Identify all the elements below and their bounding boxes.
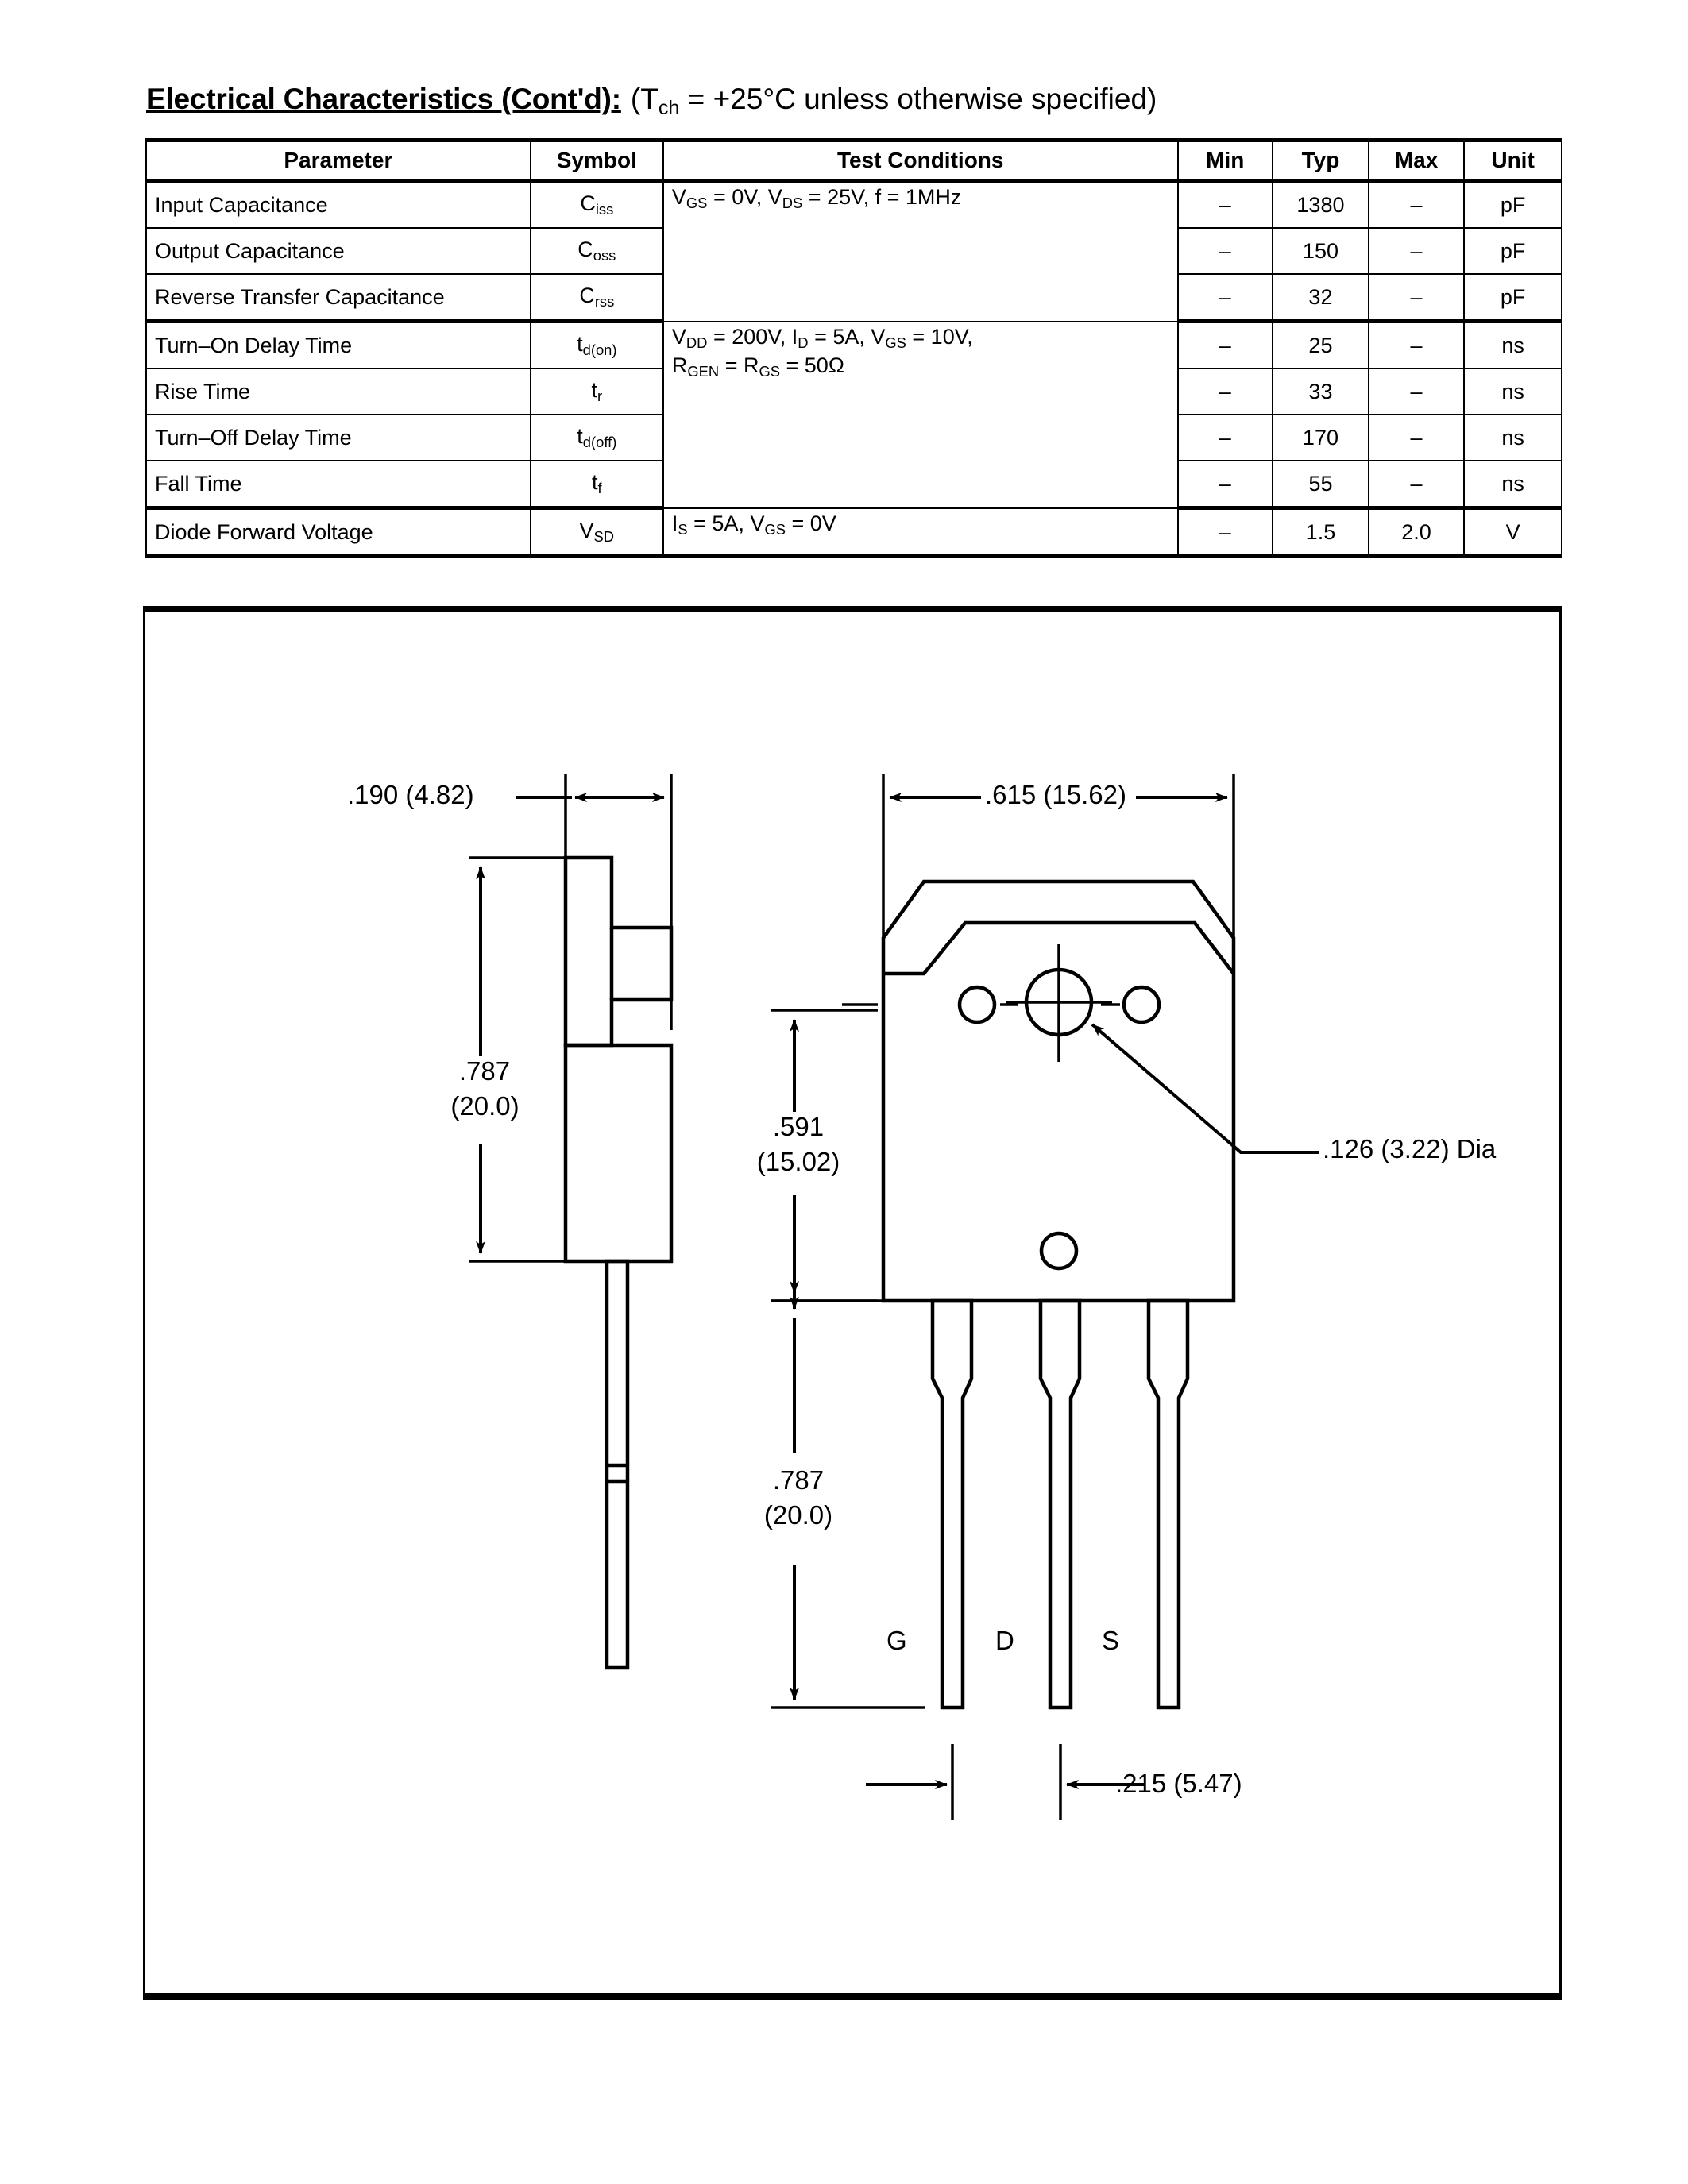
cell-parameter: Rise Time [145,368,531,415]
pin-label-drain: D [995,1626,1014,1655]
cell-typ: 1.5 [1271,507,1369,558]
cell-min: – [1176,414,1273,461]
cell-unit: pF [1463,227,1562,275]
cell-unit: pF [1463,179,1562,229]
cell-min: – [1176,320,1273,369]
cell-symbol: tf [529,460,664,510]
dim-front-width: .615 (15.62) [985,780,1126,809]
col-header-max: Max [1367,138,1466,183]
dim-lead-length-line2: (20.0) [763,1500,833,1530]
cell-typ: 55 [1271,460,1369,510]
cell-typ: 32 [1271,273,1369,323]
cell-unit: ns [1463,320,1562,369]
cell-symbol: tr [529,368,664,415]
cell-test-conditions: VDD = 200V, ID = 5A, VGS = 10V,RGEN = RG… [662,320,1179,509]
col-header-unit: Unit [1463,138,1562,183]
package-outline-frame [143,606,1562,2000]
cell-typ: 25 [1271,320,1369,369]
cell-max: – [1367,414,1466,461]
cell-typ: 170 [1271,414,1369,461]
dim-side-thickness: .190 (4.82) [347,780,474,809]
cell-min: – [1176,273,1273,323]
cell-test-conditions: IS = 5A, VGS = 0V [662,507,1179,558]
cell-symbol: Crss [529,273,664,323]
cell-max: – [1367,273,1466,323]
cell-typ: 150 [1271,227,1369,275]
cell-typ: 1380 [1271,179,1369,229]
cell-parameter: Reverse Transfer Capacitance [145,273,531,323]
cell-max: – [1367,460,1466,510]
section-title: Electrical Characteristics (Cont'd): [146,83,621,115]
cell-symbol: Ciss [529,179,664,229]
col-header-typ: Typ [1271,138,1369,183]
cell-symbol: VSD [529,507,664,558]
dim-side-height-line2: (20.0) [450,1091,520,1121]
cell-parameter: Turn–Off Delay Time [145,414,531,461]
cell-min: – [1176,227,1273,275]
pin-label-source: S [1102,1626,1120,1655]
dim-lead-pitch: .215 (5.47) [1115,1769,1242,1798]
cell-min: – [1176,507,1273,558]
cell-min: – [1176,368,1273,415]
cell-unit: ns [1463,368,1562,415]
cell-symbol: td(on) [529,320,664,369]
cell-max: – [1367,227,1466,275]
dim-body-height-line1: .591 [772,1112,825,1141]
cell-min: – [1176,460,1273,510]
cell-unit: ns [1463,460,1562,510]
cell-parameter: Output Capacitance [145,227,531,275]
cell-parameter: Input Capacitance [145,179,531,229]
cell-symbol: td(off) [529,414,664,461]
cell-min: – [1176,179,1273,229]
electrical-characteristics-table: Parameter Symbol Test Conditions Min Typ… [145,138,1562,558]
cell-test-conditions: VGS = 0V, VDS = 25V, f = 1MHz [662,179,1179,322]
cell-parameter: Turn–On Delay Time [145,320,531,369]
page-title: Electrical Characteristics (Cont'd): (Tch… [146,83,1157,120]
dim-lead-length-line1: .787 [772,1465,825,1495]
cell-unit: ns [1463,414,1562,461]
col-header-conditions: Test Conditions [662,138,1179,183]
section-condition: (Tch = +25°C unless otherwise specified) [630,83,1157,120]
col-header-min: Min [1176,138,1273,183]
cell-parameter: Fall Time [145,460,531,510]
col-header-symbol: Symbol [529,138,664,183]
cell-max: – [1367,368,1466,415]
cell-symbol: Coss [529,227,664,275]
cell-max: 2.0 [1367,507,1466,558]
pin-label-gate: G [886,1626,907,1655]
cell-unit: V [1463,507,1562,558]
col-header-parameter: Parameter [145,138,531,183]
cell-max: – [1367,179,1466,229]
cell-max: – [1367,320,1466,369]
cell-unit: pF [1463,273,1562,323]
cell-parameter: Diode Forward Voltage [145,507,531,558]
dim-side-height-line1: .787 [458,1056,511,1086]
cell-typ: 33 [1271,368,1369,415]
dim-hole-diameter: .126 (3.22) Dia [1323,1134,1497,1163]
dim-body-height-line2: (15.02) [756,1147,840,1176]
table-header-row: Parameter Symbol Test Conditions Min Typ… [145,138,1562,183]
